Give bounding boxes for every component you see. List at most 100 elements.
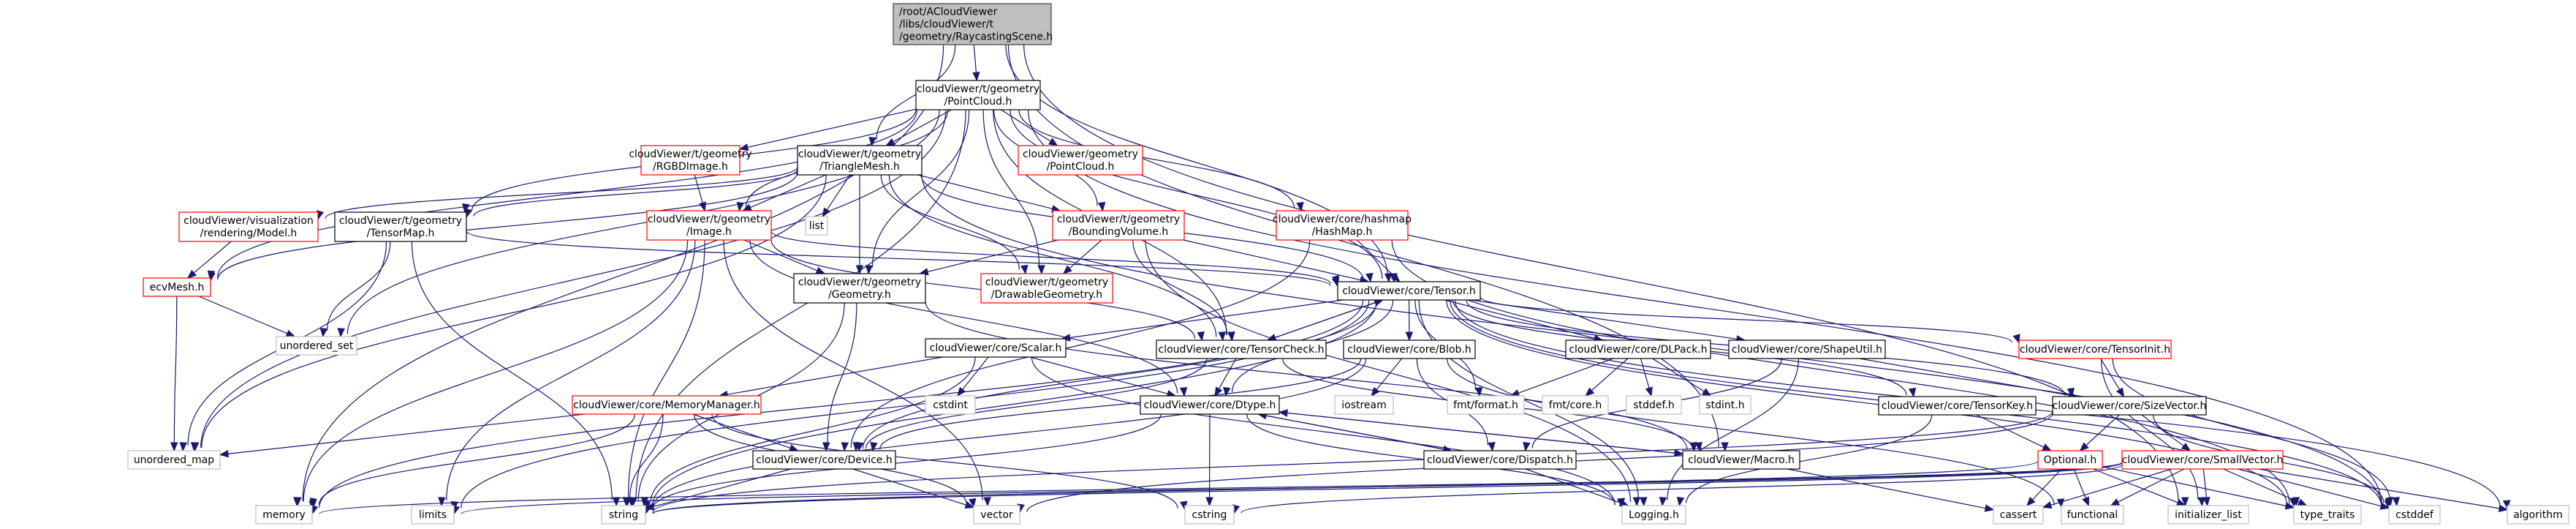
node-tensorcheck[interactable]: cloudViewer/core/TensorCheck.h — [1156, 339, 1327, 359]
arrowhead-Image-to-limits — [438, 497, 446, 507]
node-box — [973, 505, 1020, 525]
arrowhead-Macro-to-Dtype — [1278, 409, 1288, 417]
node-limits[interactable]: limits — [411, 505, 455, 525]
node-label: ecvMesh.h — [150, 282, 205, 293]
edge-MemoryManager-to-Device — [692, 413, 792, 449]
node-memorymanager[interactable]: cloudViewer/core/MemoryManager.h — [572, 395, 762, 415]
edge-SizeVector-to-string — [652, 410, 2053, 513]
node-algorithm[interactable]: algorithm — [2507, 505, 2569, 525]
node-smallvector[interactable]: cloudViewer/core/SmallVector.h — [2121, 450, 2284, 470]
node-label: Optional.h — [2044, 454, 2097, 466]
edge-TriangleMesh-to-BoundingVolume — [917, 174, 1053, 210]
edge-SmallVector-to-limits — [461, 462, 2123, 514]
node-cstdint[interactable]: cstdint — [925, 395, 976, 415]
node-vector[interactable]: vector — [973, 505, 1020, 525]
node-functional[interactable]: functional — [2061, 505, 2124, 525]
node-label: cloudViewer/core/MemoryManager.h — [573, 399, 760, 411]
node-fmt-format[interactable]: fmt/format.h — [1447, 395, 1525, 415]
node-unordered-map[interactable]: unordered_map — [127, 450, 221, 470]
node-tpointcloud[interactable]: cloudViewer/t/geometry/PointCloud.h — [915, 80, 1041, 110]
node-geometry[interactable]: cloudViewer/t/geometry/Geometry.h — [793, 273, 926, 304]
node-box — [1018, 145, 1143, 176]
node-optional[interactable]: Optional.h — [2037, 450, 2103, 470]
arrowhead-TriangleMesh-to-TensorCheck — [1218, 331, 1227, 342]
node-cstring[interactable]: cstring — [1184, 505, 1235, 525]
node-ecvmesh[interactable]: ecvMesh.h — [143, 277, 211, 297]
arrowhead-Scalar-to-cstdint — [957, 386, 966, 397]
node-boundingvolume[interactable]: cloudViewer/t/geometry/BoundingVolume.h — [1052, 210, 1185, 241]
arrowhead-Tensor-to-Dtype — [1223, 386, 1231, 397]
node-label: cloudViewer/core/SmallVector.h — [2122, 454, 2284, 466]
arrowhead-TensorCheck-to-Device — [856, 441, 864, 452]
edge-TriangleMesh-to-ecvMesh — [217, 171, 798, 280]
node-box — [640, 145, 740, 176]
edge-tPointCloud-to-cstddef — [1027, 109, 2382, 506]
edge-Macro-to-cassert — [1787, 468, 1987, 509]
node-tensor[interactable]: cloudViewer/core/Tensor.h — [1337, 281, 1481, 301]
node-hashmap[interactable]: cloudViewer/core/hashmap/HashMap.h — [1273, 210, 1412, 241]
arrowhead-RGBDImage-to-Image — [699, 201, 707, 212]
node-label: cloudViewer/core/DLPack.h — [1569, 344, 1707, 356]
node-dtype[interactable]: cloudViewer/core/Dtype.h — [1140, 395, 1280, 415]
node-tensorkey[interactable]: cloudViewer/core/TensorKey.h — [1878, 396, 2037, 416]
node-sizevector[interactable]: cloudViewer/core/SizeVector.h — [2052, 396, 2207, 416]
node-label: initializer_list — [2175, 509, 2242, 521]
node-scalar[interactable]: cloudViewer/core/Scalar.h — [925, 338, 1067, 358]
node-list[interactable]: list — [805, 216, 828, 236]
node-tensormap[interactable]: cloudViewer/t/geometry/TensorMap.h — [334, 211, 467, 242]
node-label: cloudViewer/core/Tensor.h — [1342, 285, 1476, 297]
node-macro[interactable]: cloudViewer/Macro.h — [1682, 450, 1800, 470]
node-drawablegeometry[interactable]: cloudViewer/t/geometry/DrawableGeometry.… — [980, 273, 1113, 304]
node-logging[interactable]: Logging.h — [1621, 505, 1686, 525]
node-box — [2167, 505, 2249, 525]
arrowhead-Optional-to-functional — [2082, 496, 2089, 507]
edge-ecvMesh-to-unordered_map — [173, 296, 178, 444]
edge-BoundingVolume-to-Geometry — [926, 239, 1058, 273]
node-gpointcloud[interactable]: cloudViewer/geometry/PointCloud.h — [1018, 145, 1143, 176]
edge-Image-to-Dtype — [749, 239, 1178, 394]
node-type-traits[interactable]: type_traits — [2293, 505, 2362, 525]
node-cassert[interactable]: cassert — [1993, 505, 2044, 525]
node-string[interactable]: string — [601, 505, 646, 525]
node-label: unordered_set — [280, 340, 354, 352]
node-unordered-set[interactable]: unordered_set — [276, 336, 357, 356]
node-iostream[interactable]: iostream — [1334, 395, 1394, 415]
node-stddef[interactable]: stddef.h — [1626, 395, 1682, 415]
arrowhead-SmallVector-to-cstddef — [2379, 502, 2390, 510]
node-cstddef[interactable]: cstddef — [2388, 505, 2441, 525]
node-dlpack[interactable]: cloudViewer/core/DLPack.h — [1565, 339, 1711, 359]
node-stdint[interactable]: stdint.h — [1699, 395, 1751, 415]
node-rgbdimage[interactable]: cloudViewer/t/geometry/RGBDImage.h — [629, 145, 752, 176]
node-initializer-list[interactable]: initializer_list — [2167, 505, 2249, 525]
edges-layer — [170, 44, 2511, 515]
node-model[interactable]: cloudViewer/visualization/rendering/Mode… — [178, 211, 319, 242]
node-shapeutil[interactable]: cloudViewer/core/ShapeUtil.h — [1728, 339, 1886, 359]
node-label: cloudViewer/t/geometry — [985, 277, 1108, 288]
node-label: string — [609, 509, 638, 521]
node-dispatch[interactable]: cloudViewer/core/Dispatch.h — [1423, 450, 1577, 470]
node-fmt-core[interactable]: fmt/core.h — [1542, 395, 1609, 415]
node-image[interactable]: cloudViewer/t/geometry/Image.h — [646, 210, 772, 241]
edge-Blob-to-string — [652, 358, 1367, 509]
edge-tPointCloud-to-gPointCloud — [1001, 109, 1052, 143]
node-blob[interactable]: cloudViewer/core/Blob.h — [1343, 339, 1476, 359]
node-trianglemesh[interactable]: cloudViewer/t/geometry/TriangleMesh.h — [797, 145, 923, 176]
arrowhead-SmallVector-to-cassert — [2042, 501, 2053, 509]
edge-Dispatch-to-Logging — [1525, 468, 1622, 504]
node-label: limits — [419, 509, 447, 521]
node-box — [143, 277, 211, 297]
node-label: stddef.h — [1633, 399, 1674, 411]
node-label: /BoundingVolume.h — [1069, 226, 1169, 238]
node-label: cloudViewer/core/TensorCheck.h — [1159, 344, 1325, 356]
arrowhead-DLPack-to-fmt_core — [1585, 387, 1595, 397]
arrowhead-Geometry-to-Device — [822, 442, 830, 452]
node-tensorinit[interactable]: cloudViewer/core/TensorInit.h — [2018, 339, 2172, 359]
node-device[interactable]: cloudViewer/core/Device.h — [752, 450, 896, 470]
node-box — [276, 336, 357, 356]
edge-Device-to-vector — [852, 468, 967, 506]
node-memory[interactable]: memory — [255, 505, 313, 525]
arrowhead-Image-to-Tensor — [1331, 274, 1340, 285]
edge-SmallVector-to-type_traits — [2223, 468, 2300, 503]
edge-Image-to-string — [627, 239, 705, 499]
